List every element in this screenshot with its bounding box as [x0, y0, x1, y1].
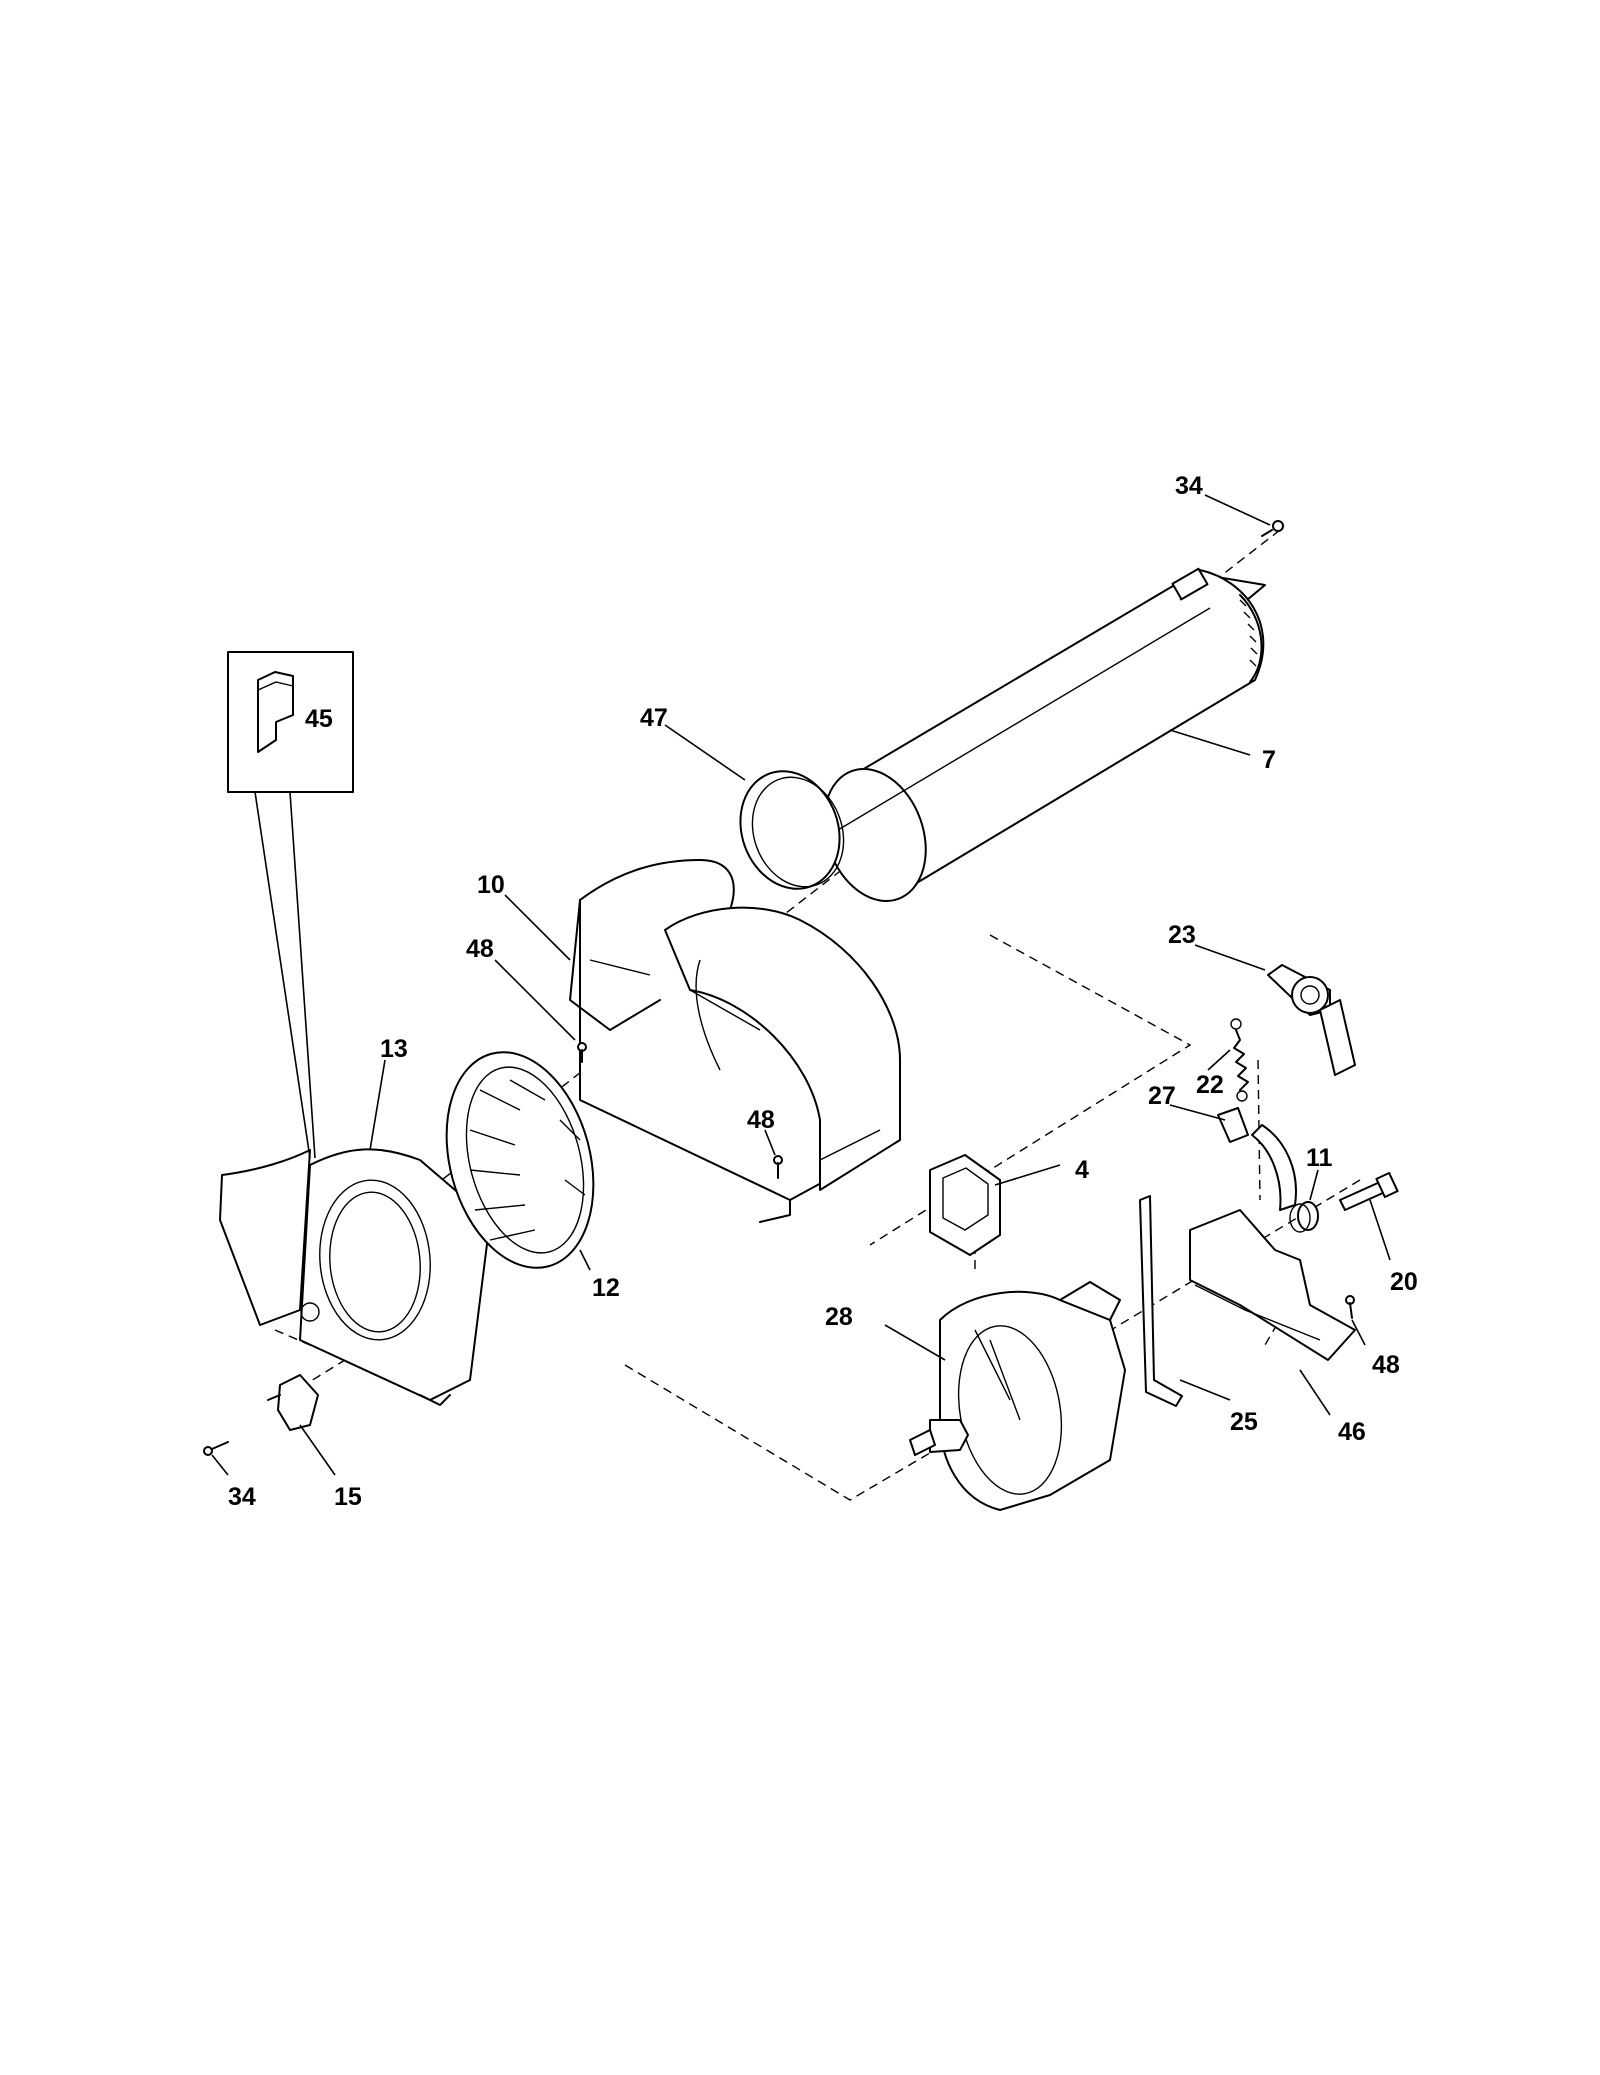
label-48-c: 48: [1372, 1351, 1400, 1379]
label-15: 15: [334, 1483, 362, 1511]
part-rod: [1139, 1195, 1183, 1407]
part-screw-48a: [577, 1042, 587, 1063]
part-bolt: [1339, 1171, 1399, 1211]
part-screw-48b: [773, 1155, 783, 1179]
label-23: 23: [1168, 921, 1196, 949]
label-20: 20: [1390, 1268, 1418, 1296]
part-front-shroud: [219, 1148, 491, 1406]
part-idler-assembly: [1267, 964, 1356, 1076]
part-labels: 34 7 47 45 10 48 13 48 12 23 22 27 11 4 …: [228, 472, 1418, 1511]
part-pulley: [1289, 1201, 1319, 1233]
part-inset-box: [227, 651, 354, 1159]
label-45: 45: [305, 705, 333, 733]
label-48-b: 48: [747, 1106, 775, 1134]
label-10: 10: [477, 871, 505, 899]
label-28: 28: [825, 1303, 853, 1331]
label-12: 12: [592, 1274, 620, 1302]
part-blower-housing: [569, 859, 901, 1223]
part-screw-48c: [1345, 1295, 1355, 1319]
part-belt: [1217, 1107, 1297, 1211]
part-screw-bottom: [203, 1441, 229, 1456]
label-13: 13: [380, 1035, 408, 1063]
part-screw-top: [1261, 520, 1284, 537]
label-46: 46: [1338, 1418, 1366, 1446]
part-blower-wheel: [445, 1051, 595, 1269]
part-spring: [1230, 1018, 1249, 1102]
label-25: 25: [1230, 1408, 1258, 1436]
label-11: 11: [1306, 1144, 1333, 1172]
leader-lines: [211, 494, 1391, 1476]
drum-seam-hatching: [1239, 599, 1258, 667]
part-drum-tube: [823, 567, 1266, 902]
label-7: 7: [1262, 746, 1276, 774]
label-48-a: 48: [466, 935, 494, 963]
part-motor-bracket: [1189, 1209, 1356, 1361]
label-4: 4: [1075, 1156, 1089, 1184]
label-27: 27: [1148, 1082, 1176, 1110]
part-small-motor: [267, 1374, 319, 1431]
part-bracket: [929, 1154, 1001, 1256]
label-47: 47: [640, 704, 668, 732]
part-drive-motor: [909, 1281, 1126, 1511]
label-34-bottom: 34: [228, 1483, 256, 1511]
label-22: 22: [1196, 1071, 1224, 1099]
label-34-top: 34: [1175, 472, 1203, 500]
part-ring-seal: [739, 770, 845, 890]
